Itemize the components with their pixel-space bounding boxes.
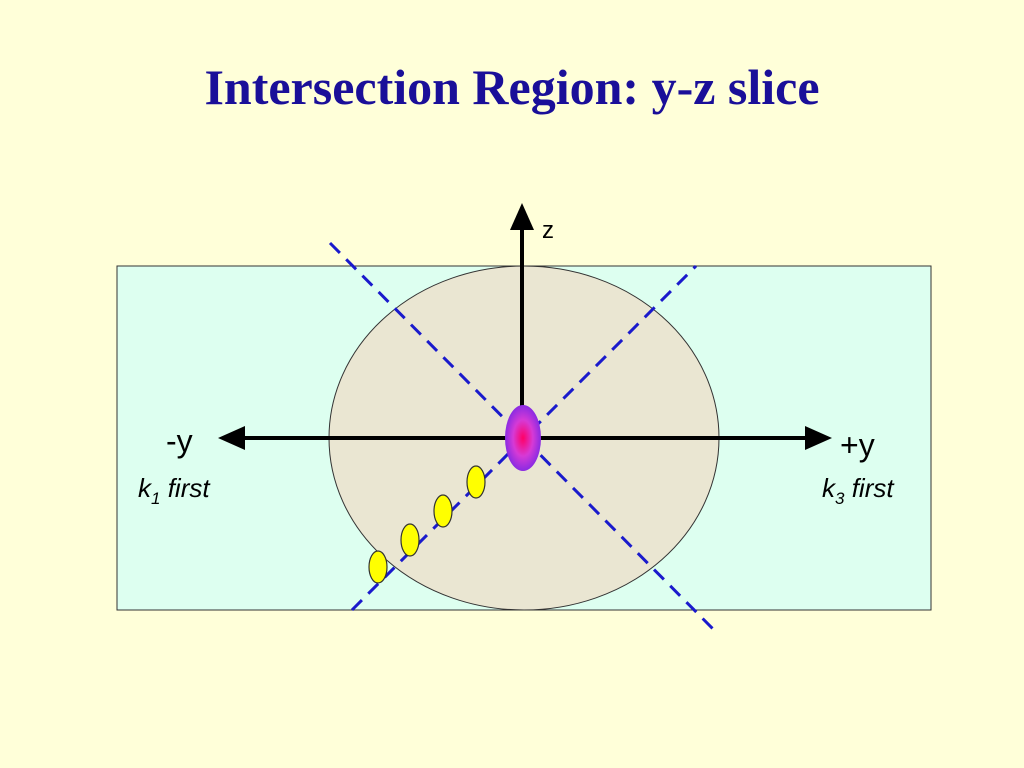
small-ellipse — [400, 523, 420, 557]
small-ellipse — [433, 494, 453, 528]
pos-y-axis-label: +y — [840, 427, 875, 463]
left-annotation-text: first — [160, 473, 211, 503]
left-annotation-symbol: k — [138, 473, 153, 503]
z-axis-label: z — [542, 217, 554, 244]
small-ellipse — [466, 465, 486, 499]
left-annotation-subscript: 1 — [151, 489, 160, 508]
right-annotation-subscript: 3 — [835, 489, 845, 508]
right-annotation: k3 first — [822, 473, 895, 508]
slide-title: Intersection Region: y-z slice — [204, 59, 820, 115]
z-axis-arrowhead — [510, 203, 534, 230]
right-annotation-text: first — [844, 473, 895, 503]
center-blob — [505, 405, 541, 471]
neg-y-arrowhead — [218, 426, 245, 450]
neg-y-axis-label: -y — [166, 423, 193, 459]
right-annotation-symbol: k — [822, 473, 837, 503]
small-ellipses — [368, 465, 486, 584]
pos-y-arrowhead — [805, 426, 832, 450]
small-ellipse — [368, 550, 388, 584]
left-annotation: k1 first — [138, 473, 211, 508]
